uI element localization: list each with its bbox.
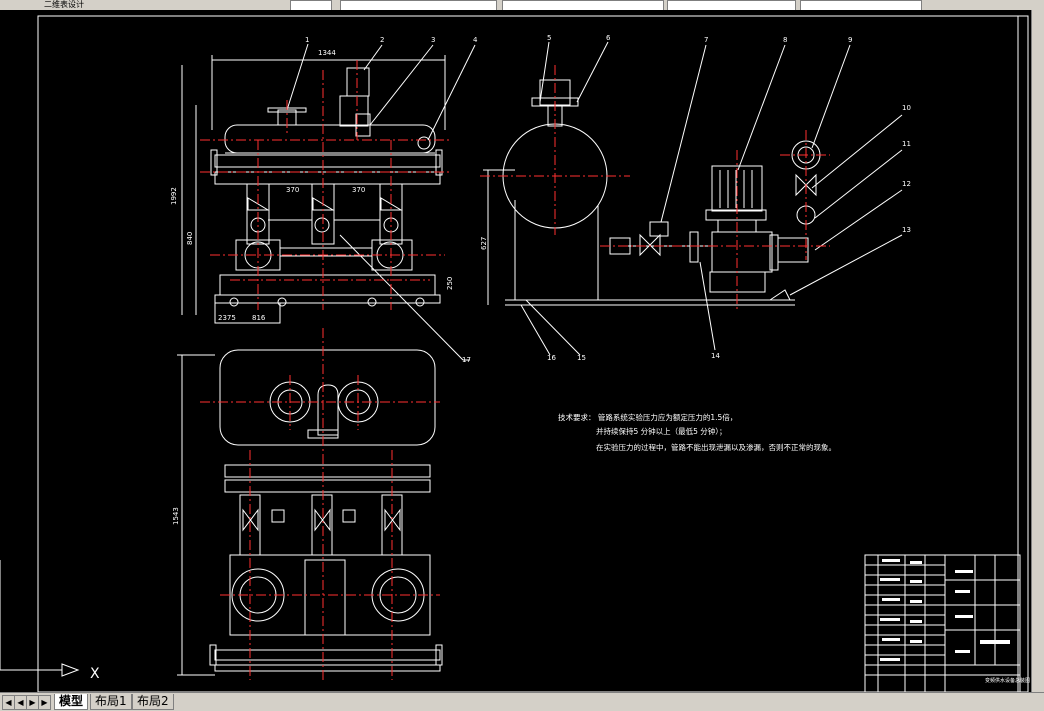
title-block-text-blocks	[880, 559, 1010, 661]
balloon-1: 1	[305, 36, 309, 44]
tech-req-line-1: 技术要求： 管路系统实验压力应为额定压力的1.5倍，	[558, 412, 737, 422]
dim-627: 627	[480, 237, 488, 250]
dim-1344: 1344	[318, 49, 336, 57]
tab-layout1[interactable]: 布局1	[90, 694, 132, 710]
dim-1543: 1543	[172, 507, 180, 525]
ucs-x-label: X	[90, 666, 100, 682]
layout-tab-bar: ◀ ◀ ▶ ▶ 模型 布局1 布局2	[0, 692, 1044, 711]
dim-2375: 2375	[218, 314, 236, 322]
top-centerlines	[200, 328, 440, 680]
balloon-8: 8	[783, 36, 787, 44]
front-centerlines	[200, 60, 450, 310]
tab-model[interactable]: 模型	[54, 694, 89, 710]
dim-840: 840	[186, 232, 194, 245]
balloon-6: 6	[606, 34, 611, 42]
balloon-7: 7	[704, 36, 708, 44]
dim-370-a: 370	[286, 186, 299, 194]
toolbar-label: 二维表设计	[44, 0, 84, 9]
side-view	[483, 41, 903, 356]
balloon-15: 15	[577, 354, 586, 362]
tech-req-line-2: 并持续保持5 分钟以上（最低5 分钟）；	[596, 426, 727, 436]
cad-drawing: 1344 1992 840 250 370 370 2375 816 627 1…	[0, 15, 1030, 693]
front-view	[181, 43, 476, 361]
dim-816: 816	[252, 314, 266, 322]
balloon-17: 17	[462, 356, 471, 364]
ucs-icon	[0, 560, 80, 677]
balloon-10: 10	[902, 104, 911, 112]
vertical-scrollbar[interactable]	[1031, 10, 1044, 692]
balloon-labels: 1 2 3 4 5 6 7 8 9 10 11 12 13 14 15 16 1…	[305, 34, 911, 364]
tab-layout2[interactable]: 布局2	[132, 694, 174, 710]
balloon-12: 12	[902, 180, 911, 188]
top-view	[177, 349, 443, 676]
side-centerlines	[480, 65, 830, 310]
dimension-texts: 1344 1992 840 250 370 370 2375 816 627 1…	[170, 49, 488, 525]
balloon-9: 9	[848, 36, 852, 44]
dim-370-b: 370	[352, 186, 365, 194]
balloon-5: 5	[547, 34, 551, 42]
outer-frame	[37, 15, 1029, 693]
balloon-4: 4	[473, 36, 478, 44]
balloon-14: 14	[711, 352, 720, 360]
title-block	[864, 554, 1021, 693]
balloon-11: 11	[902, 140, 911, 148]
tech-req-line-3: 在实验压力的过程中，管路不能出现泄漏以及渗漏，否则不正常的现象。	[596, 442, 836, 452]
dim-250: 250	[446, 277, 454, 290]
drawing-canvas[interactable]: 1344 1992 840 250 370 370 2375 816 627 1…	[0, 10, 1044, 693]
balloon-2: 2	[380, 36, 384, 44]
balloon-3: 3	[431, 36, 435, 44]
balloon-13: 13	[902, 226, 911, 234]
tab-nav-last[interactable]: ▶	[38, 695, 51, 710]
dim-1992: 1992	[170, 187, 178, 205]
title-block-name: 变频供水设备总装图	[985, 677, 1030, 684]
tech-requirements: 技术要求： 管路系统实验压力应为额定压力的1.5倍， 并持续保持5 分钟以上（最…	[558, 412, 836, 452]
balloon-16: 16	[547, 354, 556, 362]
